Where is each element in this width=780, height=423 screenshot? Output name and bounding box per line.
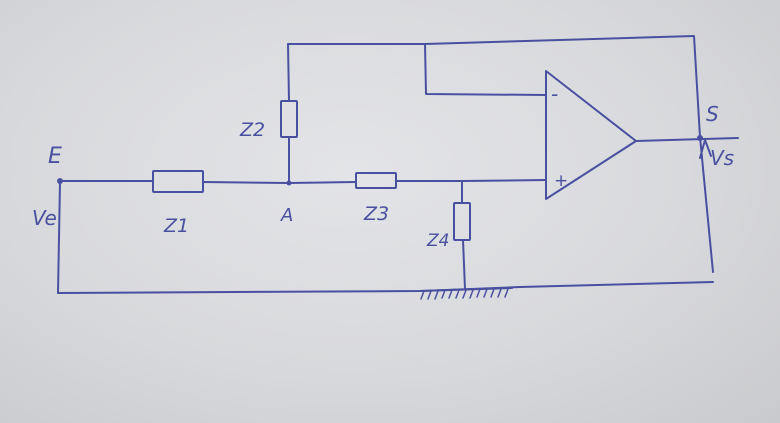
label-s: S (706, 102, 719, 126)
label-ve: Ve (32, 206, 57, 230)
node-e (57, 178, 63, 184)
label-a: A (280, 205, 293, 226)
z1-resistor (152, 170, 204, 193)
node-a (286, 180, 292, 186)
wire-z1-to-a (202, 181, 290, 184)
label-z4: Z4 (426, 231, 449, 251)
label-z2: Z2 (239, 119, 265, 141)
node-s (697, 135, 703, 141)
output-wire (635, 137, 739, 142)
z2-resistor (280, 100, 298, 138)
op-amp (545, 70, 637, 200)
z4-resistor (453, 202, 471, 241)
output-return-wire (699, 136, 714, 273)
ground-symbol (419, 287, 513, 300)
label-vs: Vs (710, 146, 734, 170)
label-e: E (48, 144, 62, 169)
feedback-rail (287, 35, 701, 138)
label-plus: + (554, 171, 568, 191)
ground-rail (57, 281, 714, 294)
input-return-wire (57, 181, 61, 294)
wire-z2-to-top (287, 43, 290, 102)
wire-z3-to-plus (395, 179, 547, 182)
wire-to-minus-input (424, 43, 547, 96)
vs-arrow (699, 139, 712, 159)
label-z1: Z1 (163, 215, 189, 237)
z3-resistor (355, 172, 397, 189)
wire-z4-to-ground (462, 239, 466, 290)
label-minus: - (551, 82, 558, 106)
label-z3: Z3 (363, 203, 389, 225)
wire-a-to-z3 (288, 181, 357, 184)
